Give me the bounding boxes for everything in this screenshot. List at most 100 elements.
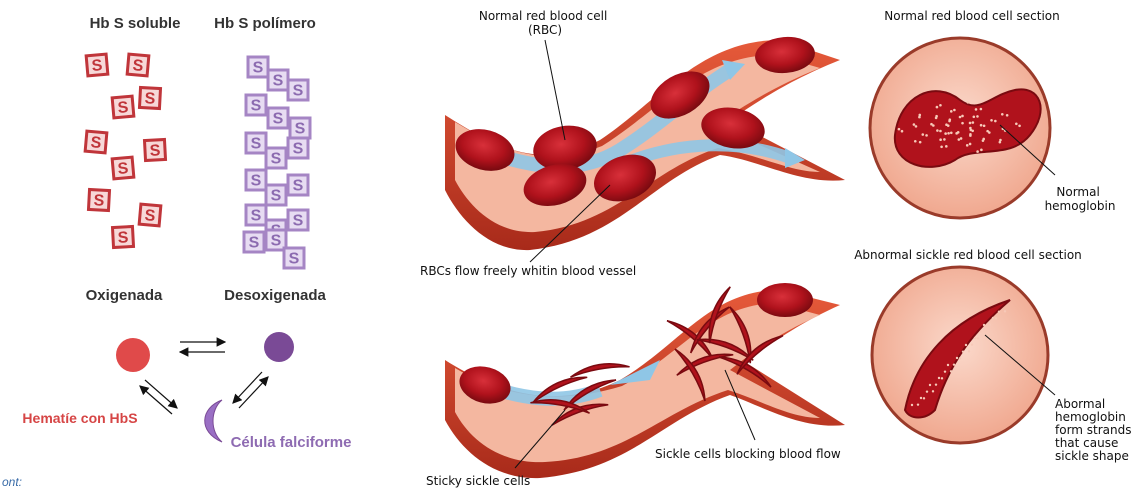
hbs-letter: S [251, 173, 262, 190]
hemoglobin-dot [960, 137, 963, 140]
hemoglobin-dot [961, 122, 964, 125]
hemoglobin-dot [980, 149, 983, 152]
label-normal-hemoglobin: Normal hemoglobin [1045, 185, 1116, 213]
hemoglobin-strand-dot [950, 370, 952, 372]
hemoglobin-dot [913, 123, 916, 126]
hemoglobin-strand-dot [926, 390, 928, 392]
hbs-molecule: S [144, 139, 165, 160]
hbs-molecule: S [284, 248, 304, 268]
hbs-molecule: S [266, 148, 286, 168]
hemoglobin-dot [969, 122, 972, 125]
hemoglobin-dot [939, 104, 942, 107]
hemoglobin-strand-dot [953, 363, 955, 365]
hbs-letter: S [117, 160, 129, 178]
label-abnormal-hemoglobin-line4: that cause [1055, 436, 1118, 450]
hbs-letter: S [293, 213, 304, 230]
hbs-letter: S [293, 178, 304, 195]
label-rbc-flow: RBCs flow freely whitin blood vessel [420, 264, 636, 278]
hemoglobin-dot [950, 110, 953, 113]
hemoglobin-strand-dot [947, 364, 949, 366]
hemoglobin-strand-dot [911, 404, 913, 406]
hemoglobin-dot [983, 124, 986, 127]
label-hematie-con-hbs: Hematíe con HbS [22, 410, 137, 426]
hemoglobin-dot [986, 130, 989, 133]
hemoglobin-dot [976, 115, 979, 118]
label-normal-rbc: Normal red blood cell (RBC) [479, 9, 611, 37]
hbs-letter: S [273, 73, 284, 90]
title-hbs-polimero: Hb S polímero [214, 15, 316, 32]
hbs-letter: S [93, 192, 105, 210]
equilibrium-arrows-left-diagonal [140, 380, 177, 414]
hemoglobin-dot [973, 115, 976, 118]
hbs-molecule: S [127, 54, 149, 76]
hemoglobin-strand-dot [974, 337, 976, 339]
hemoglobin-dot [957, 131, 960, 134]
hemoglobin-dot [901, 130, 904, 133]
hemoglobin-strand-dot [989, 323, 991, 325]
hemoglobin-dot [969, 133, 972, 136]
label-sickle-blocking: Sickle cells blocking blood flow [655, 447, 841, 461]
font-caption: ont: [2, 475, 22, 489]
hemoglobin-strand-dot [983, 324, 985, 326]
hbs-letter: S [293, 83, 304, 100]
hemoglobin-dot [945, 145, 948, 148]
hbs-molecule: S [288, 138, 308, 158]
hemoglobin-dot [961, 115, 964, 118]
hbs-letter: S [90, 134, 102, 152]
hbs-letter: S [253, 60, 264, 77]
hemoglobin-dot [980, 124, 983, 127]
hemoglobin-dot [966, 144, 969, 147]
deoxygenated-cell-icon [264, 332, 294, 362]
hemoglobin-dot [982, 138, 985, 141]
hbs-letter: S [144, 207, 156, 225]
hbs-letter: S [251, 136, 262, 153]
hemoglobin-strand-dot [977, 337, 979, 339]
hemoglobin-strand-dot [971, 343, 973, 345]
label-abnormal-hemoglobin-line2: hemoglobin [1055, 410, 1126, 424]
hemoglobin-dot [936, 129, 939, 132]
pointer-normal-rbc [545, 40, 565, 140]
hbs-molecule: S [268, 108, 288, 128]
hemoglobin-dot [950, 131, 953, 134]
hbs-molecule: S [112, 226, 133, 247]
hemoglobin-dot [959, 116, 962, 119]
hemoglobin-dot [947, 124, 950, 127]
hemoglobin-strand-dot [995, 317, 997, 319]
label-normal-hemoglobin-line1: Normal [1056, 185, 1099, 199]
hemoglobin-strand-dot [1004, 310, 1006, 312]
hemoglobin-dot [939, 138, 942, 141]
hemoglobin-dot [898, 128, 901, 131]
hbs-molecule: S [244, 232, 264, 252]
hemoglobin-strand-dot [935, 383, 937, 385]
hemoglobin-strand-dot [920, 397, 922, 399]
hemoglobin-strand-dot [986, 330, 988, 332]
label-abnormal-hemoglobin-line1: Abormal [1055, 397, 1105, 411]
hbs-molecule: S [112, 157, 134, 179]
label-celula-falciforme: Célula falciforme [231, 434, 352, 451]
hemoglobin-strand-dot [962, 350, 964, 352]
hbs-molecule: S [85, 131, 107, 153]
hemoglobin-strand-dot [941, 377, 943, 379]
hemoglobin-dot [994, 120, 997, 123]
hemoglobin-dot [925, 134, 928, 137]
hbs-molecule: S [112, 96, 134, 118]
hbs-molecule: S [246, 133, 266, 153]
hemoglobin-strand-dot [917, 403, 919, 405]
label-abnormal-hemoglobin-line5: sickle shape [1055, 449, 1129, 463]
hbs-letter: S [91, 57, 103, 75]
hemoglobin-dot [921, 133, 924, 136]
label-normal-rbc-line2: (RBC) [528, 23, 562, 37]
hemoglobin-dot [943, 138, 946, 141]
hbs-letter: S [273, 111, 284, 128]
hemoglobin-dot [948, 120, 951, 123]
label-oxigenada: Oxigenada [86, 287, 163, 304]
normal-rbc-section [870, 38, 1055, 218]
hbs-letter: S [271, 188, 282, 205]
hbs-letter: S [289, 251, 300, 268]
hbs-molecule: S [268, 70, 288, 90]
label-abnormal-hemoglobin: Abormal hemoglobin form strands that cau… [1055, 397, 1135, 463]
hemoglobin-dot [976, 150, 979, 153]
label-normal-hemoglobin-line2: hemoglobin [1045, 199, 1116, 213]
